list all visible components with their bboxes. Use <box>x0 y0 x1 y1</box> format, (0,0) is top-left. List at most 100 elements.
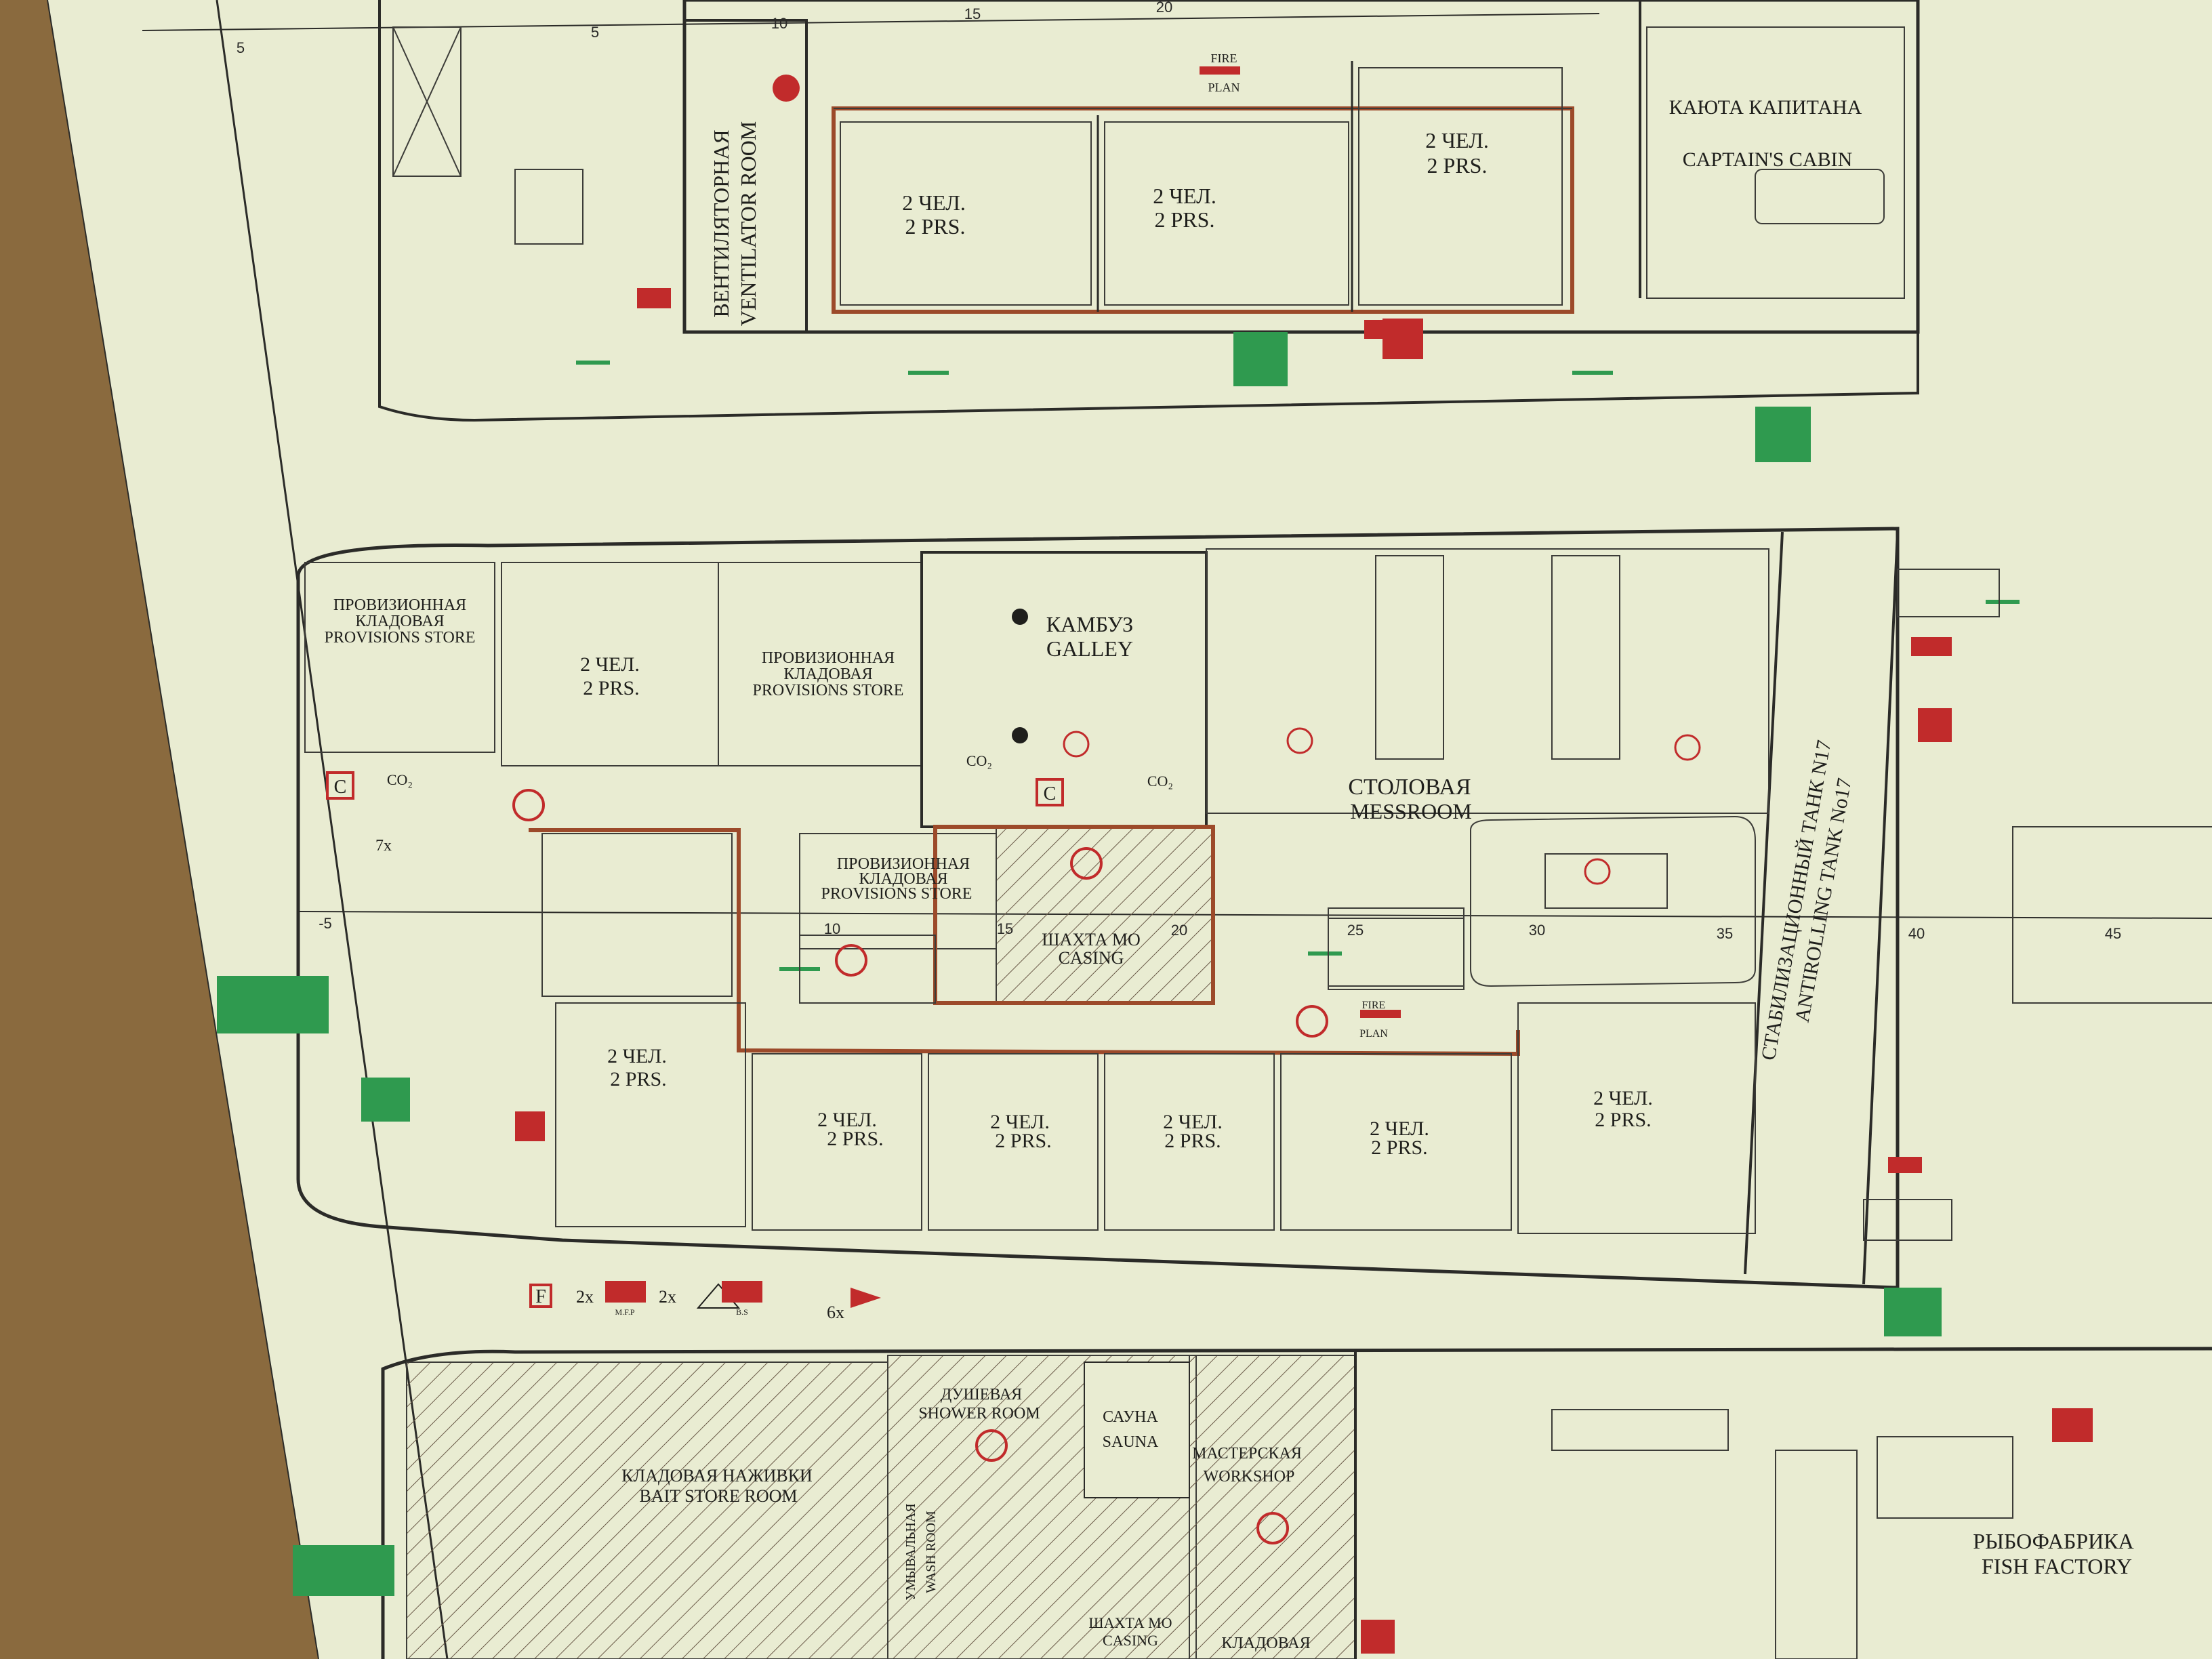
provisions-store-label-en: PROVISIONS STORE <box>821 885 972 903</box>
svg-text:PLAN: PLAN <box>1359 1028 1388 1040</box>
svg-text:35: 35 <box>1717 925 1733 942</box>
svg-text:2 ЧЕЛ.: 2 ЧЕЛ. <box>607 1045 667 1067</box>
cabin-label-ru: 2 ЧЕЛ. <box>1425 128 1489 152</box>
ventilator-room-label-en: VENTILATOR ROOM <box>736 121 760 327</box>
svg-text:20: 20 <box>1171 922 1187 939</box>
casing-label-ru: ШАХТА МО <box>1088 1614 1172 1631</box>
svg-text:C: C <box>1044 783 1057 804</box>
svg-text:25: 25 <box>1347 922 1364 939</box>
svg-text:45: 45 <box>2105 925 2121 942</box>
svg-text:2 PRS.: 2 PRS. <box>1595 1109 1651 1131</box>
top-deck-hull <box>378 0 1919 422</box>
svg-text:C: C <box>334 777 347 798</box>
svg-text:PLAN: PLAN <box>1208 81 1240 94</box>
svg-text:10: 10 <box>824 920 840 937</box>
svg-text:ПРОВИЗИОННАЯ: ПРОВИЗИОННАЯ <box>837 855 970 873</box>
svg-text:КЛАДОВАЯ: КЛАДОВАЯ <box>355 613 444 630</box>
svg-text:2 ЧЕЛ.: 2 ЧЕЛ. <box>1370 1118 1429 1140</box>
casing-label-ru: ШАХТА МО <box>1042 930 1141 949</box>
bottom-deck-hull <box>381 1347 2212 1659</box>
svg-text:10: 10 <box>771 15 787 32</box>
wash-room-label-ru: УМЫВАЛЬНАЯ <box>903 1503 918 1600</box>
fire-hydrant-icon <box>515 1111 545 1141</box>
casing-label-en: CASING <box>1103 1632 1158 1649</box>
svg-text:-5: -5 <box>319 915 332 932</box>
sprinkler-icon <box>1070 847 1103 880</box>
gas-valve-icon <box>1012 727 1028 743</box>
svg-text:2 ЧЕЛ.: 2 ЧЕЛ. <box>990 1111 1050 1133</box>
svg-text:2 PRS.: 2 PRS. <box>827 1128 883 1150</box>
messroom-label-ru: СТОЛОВАЯ <box>1348 775 1471 800</box>
cabin-label-ru: 2 ЧЕЛ. <box>902 190 966 215</box>
fire-extinguisher-icon <box>637 288 671 308</box>
f-mark-icon <box>529 1284 552 1308</box>
middle-deck: -5 10 15 20 25 30 35 40 45 ПРОВИЗИОННАЯ … <box>217 527 2212 1336</box>
fire-plan-icon <box>1360 1010 1401 1018</box>
heat-detector-icon <box>1584 858 1611 885</box>
cabin-label-en: 2 PRS. <box>1427 153 1488 178</box>
provisions-store-label-ru: ПРОВИЗИОННАЯ <box>333 596 466 614</box>
svg-text:15: 15 <box>964 5 981 22</box>
cabin-label-en: 2 PRS. <box>1155 207 1215 232</box>
workshop-label-en: WORKSHOP <box>1204 1468 1295 1486</box>
f-mark: F <box>535 1286 546 1307</box>
ventilator-fire-damper-icon <box>773 75 800 102</box>
bait-store-hatched-area <box>407 1362 888 1659</box>
svg-text:20: 20 <box>1156 0 1172 16</box>
bait-store-label-en: BAIT STORE ROOM <box>639 1486 797 1506</box>
svg-text:2 PRS.: 2 PRS. <box>1164 1130 1221 1152</box>
svg-text:15: 15 <box>997 920 1013 937</box>
messroom-label-en: MESSROOM <box>1350 799 1472 823</box>
fire-hydrant-icon <box>1361 1620 1395 1654</box>
svg-text:2 PRS.: 2 PRS. <box>610 1068 666 1090</box>
svg-text:ПРОВИЗИОННАЯ: ПРОВИЗИОННАЯ <box>762 649 895 667</box>
fire-nozzle-icon <box>851 1288 881 1308</box>
fire-extinguisher-icon <box>1888 1157 1922 1173</box>
emergency-exit-sign <box>217 976 329 1033</box>
svg-text:7x: 7x <box>375 837 392 855</box>
heat-detector-icon <box>1674 734 1701 761</box>
store-label-ru: КЛАДОВАЯ <box>1221 1635 1310 1652</box>
smoke-detector-icon <box>512 789 545 821</box>
cabin-label-ru: 2 ЧЕЛ. <box>580 653 640 676</box>
cabin-label-en: 2 PRS. <box>905 214 966 239</box>
assembly-station-icon <box>361 1078 410 1122</box>
assembly-station-icon <box>1884 1288 1942 1336</box>
heat-detector-icon <box>1286 727 1313 754</box>
casing-label-en: CASING <box>1059 948 1124 968</box>
workshop-label-ru: МАСТЕРСКАЯ <box>1192 1445 1302 1462</box>
fire-hose-icon <box>1364 320 1383 339</box>
sauna-label-ru: САУНА <box>1103 1408 1158 1426</box>
svg-text:2 ЧЕЛ.: 2 ЧЕЛ. <box>1593 1087 1653 1109</box>
svg-text:CO₂: CO₂ <box>966 752 992 769</box>
casing-hatched-area <box>996 827 1213 1003</box>
co2-station-icon <box>326 771 354 800</box>
svg-text:FIRE: FIRE <box>1362 1000 1386 1011</box>
svg-text:2 PRS.: 2 PRS. <box>995 1130 1051 1152</box>
svg-text:КЛАДОВАЯ: КЛАДОВАЯ <box>859 870 947 888</box>
svg-text:M.F.P: M.F.P <box>615 1307 634 1317</box>
escape-route-down-icon <box>1755 407 1811 462</box>
svg-text:2x: 2x <box>576 1287 594 1307</box>
cabin-label-en: 2 PRS. <box>583 677 639 699</box>
galley-label-en: GALLEY <box>1046 636 1133 661</box>
assembly-station-icon <box>1233 332 1288 386</box>
svg-text:CO₂: CO₂ <box>387 771 413 788</box>
svg-text:B.S: B.S <box>736 1307 748 1317</box>
svg-text:2 PRS.: 2 PRS. <box>1371 1136 1427 1159</box>
top-deck: 5 5 10 15 20 ВЕНТИЛЯТОРНАЯ VENTILATOR RO… <box>142 0 1920 462</box>
middle-deck-hull <box>296 527 1900 1290</box>
fire-pump-icon <box>605 1281 646 1303</box>
provisions-store-label-en: PROVISIONS STORE <box>753 682 904 699</box>
smoke-detector-icon <box>835 944 867 977</box>
shower-room-label-en: SHOWER ROOM <box>918 1405 1040 1422</box>
svg-text:КЛАДОВАЯ: КЛАДОВАЯ <box>783 665 872 683</box>
fish-factory-label-en: FISH FACTORY <box>1982 1554 2132 1578</box>
stair-icon <box>1328 918 1465 987</box>
svg-text:40: 40 <box>1908 925 1925 942</box>
wash-room-label-en: WASH ROOM <box>924 1511 939 1593</box>
galley-label-ru: КАМБУЗ <box>1046 612 1133 636</box>
fire-hydrant-icon <box>1382 319 1423 359</box>
gas-valve-icon <box>1012 609 1028 625</box>
bait-store-label-ru: КЛАДОВАЯ НАЖИВКИ <box>621 1466 813 1486</box>
